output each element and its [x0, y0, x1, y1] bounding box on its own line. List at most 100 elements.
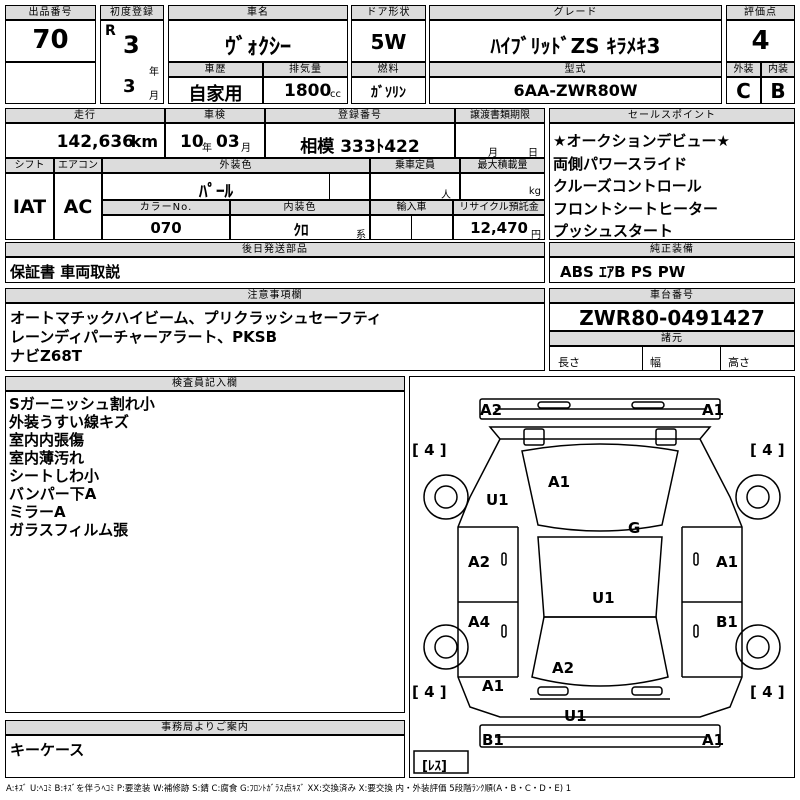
sales-item: プッシュスタート: [553, 222, 674, 240]
damage-mark: A1: [702, 401, 725, 419]
dims-cell: 長さ 幅 高さ: [549, 346, 795, 371]
inspector-line: 室内薄汚れ: [9, 449, 85, 467]
fuel-label: 燃料: [351, 62, 426, 77]
capacity-cell: 人: [370, 173, 460, 201]
car-outline: [413, 398, 781, 774]
damage-mark: U1: [486, 491, 509, 509]
lot-blank: [5, 62, 96, 104]
disp-cell: 1800 cc: [263, 77, 348, 104]
first-reg-month: 3: [123, 76, 136, 97]
score: 4: [751, 26, 770, 56]
equipment: ABS ｴｱB PS PW: [560, 263, 686, 281]
ac-label: エアコン: [54, 158, 102, 173]
damage-mark: A1: [548, 473, 571, 491]
plate-label: 登録番号: [265, 108, 455, 123]
history-cell: 自家用: [168, 77, 263, 105]
intcolor: ｸﾛ: [293, 221, 309, 239]
history-label: 車歴: [168, 62, 263, 77]
spare-tire: [ﾚｽ]: [422, 759, 447, 774]
grade-cell: ﾊｲﾌﾞﾘｯﾄﾞZS ｷﾗﾒｷ3: [429, 20, 722, 62]
model-cell: 6AA-ZWR80W: [429, 77, 722, 104]
shift-label: シフト: [5, 158, 54, 173]
load-unit: kg: [528, 186, 541, 197]
inspect-month: 03: [216, 132, 240, 152]
import-cell: [370, 215, 453, 240]
recycle: 12,470: [470, 219, 528, 237]
intcolor-unit: 系: [356, 230, 366, 241]
note-line: ナビZ68T: [10, 347, 82, 365]
chassis-label: 車台番号: [549, 288, 795, 303]
office-label: 事務局よりご案内: [5, 720, 405, 735]
lot-number: 70: [32, 25, 69, 55]
intcolor-cell: ｸﾛ 系: [230, 215, 370, 241]
era: R: [105, 23, 116, 39]
sales-item: ★オークションデビュー★: [553, 132, 730, 150]
mileage-cell: 142,636 km: [5, 123, 165, 158]
inspect-cell: 10 年 03 月: [165, 123, 265, 158]
name-cell: ｳﾞｫｸｼｰ: [168, 20, 348, 62]
chassis-number: ZWR80-0491427: [579, 306, 765, 330]
int-cell: B: [761, 77, 795, 104]
later-cell: 保証書 車両取説: [5, 257, 545, 283]
damage-mark: U1: [592, 589, 615, 607]
legend-footer: A:ｷｽﾞ U:ﾍｺﾐ B:ｷｽﾞを伴うﾍｺﾐ P:要塗装 W:補修跡 S:錆 …: [6, 784, 572, 794]
history: 自家用: [188, 84, 243, 105]
later-label: 後日発送部品: [5, 242, 545, 257]
intcolor-label: 内装色: [230, 200, 370, 215]
sales-points: ★オークションデビュー★ 両側パワースライド クルーズコントロール フロントシー…: [549, 123, 795, 240]
later-parts: 保証書 車両取説: [10, 263, 121, 281]
office-cell: キーケース: [5, 735, 405, 778]
note-line: オートマチックハイビーム、プリクラッシュセーフティ: [10, 309, 382, 327]
name-label: 車名: [168, 5, 348, 20]
model-label: 型式: [429, 62, 722, 77]
chassis-cell: ZWR80-0491427: [549, 303, 795, 331]
recycle-unit: 円: [531, 230, 541, 241]
note-line: レーンディパーチャーアラート、PKSB: [10, 328, 278, 346]
tire-tread-rear-right: [ 4 ]: [750, 683, 785, 701]
inspect-month-unit: 月: [241, 143, 251, 154]
damage-mark: A2: [552, 659, 575, 677]
color-label: 外装色: [102, 158, 370, 173]
first-reg-cell: R 3 年 3 月: [100, 20, 164, 104]
sales-item: クルーズコントロール: [553, 177, 702, 195]
lot-cell: 70: [5, 20, 96, 62]
transfer-month-unit: 月: [488, 148, 498, 159]
capacity-label: 乗車定員: [370, 158, 460, 173]
inspector-line: 外装うすい線キズ: [9, 413, 130, 431]
grade-label: グレード: [429, 5, 722, 20]
month-unit: 月: [149, 91, 159, 102]
office-note: キーケース: [10, 741, 85, 759]
colorno: 070: [150, 219, 182, 237]
damage-mark: A2: [468, 553, 491, 571]
inspector-line: バンパー下A: [9, 485, 97, 503]
year-unit: 年: [149, 67, 159, 78]
sales-item: フロントシートヒーター: [553, 199, 719, 218]
inspect-label: 車検: [165, 108, 265, 123]
ac: AC: [63, 196, 93, 218]
mileage-label: 走行: [5, 108, 165, 123]
damage-mark: A1: [482, 677, 505, 695]
door-type: 5W: [370, 30, 407, 54]
ext-grade: C: [736, 79, 751, 103]
import-label: 輸入車: [370, 200, 453, 215]
int-grade: B: [770, 79, 786, 103]
model: 6AA-ZWR80W: [513, 81, 638, 100]
sales-item: 両側パワースライド: [553, 154, 688, 173]
ext-label: 外装: [726, 62, 761, 77]
plate: 相模 333ﾄ422: [300, 137, 420, 157]
damage-mark: A1: [702, 731, 725, 749]
transfer-label: 譲渡書類期限: [455, 108, 545, 123]
door-label: ドア形状: [351, 5, 426, 20]
dims-width: 幅: [650, 356, 661, 369]
inspector-line: 室内内張傷: [9, 431, 85, 449]
damage-diagram: A2 A1 A1 U1 G A2 A1 U1 A4 B1 A2 A1 U1 B1…: [409, 376, 795, 778]
tire-tread-front-right: [ 4 ]: [750, 441, 785, 459]
fuel-cell: ｶﾞｿﾘﾝ: [351, 77, 426, 104]
plate-cell: 相模 333ﾄ422: [265, 123, 455, 158]
capacity-unit: 人: [441, 190, 451, 201]
colorno-label: カラーNo.: [102, 200, 230, 215]
notes-label: 注意事項欄: [5, 288, 545, 303]
inspect-year: 10: [180, 132, 204, 152]
equipment-label: 純正装備: [549, 242, 795, 257]
ac-cell: AC: [54, 173, 102, 240]
